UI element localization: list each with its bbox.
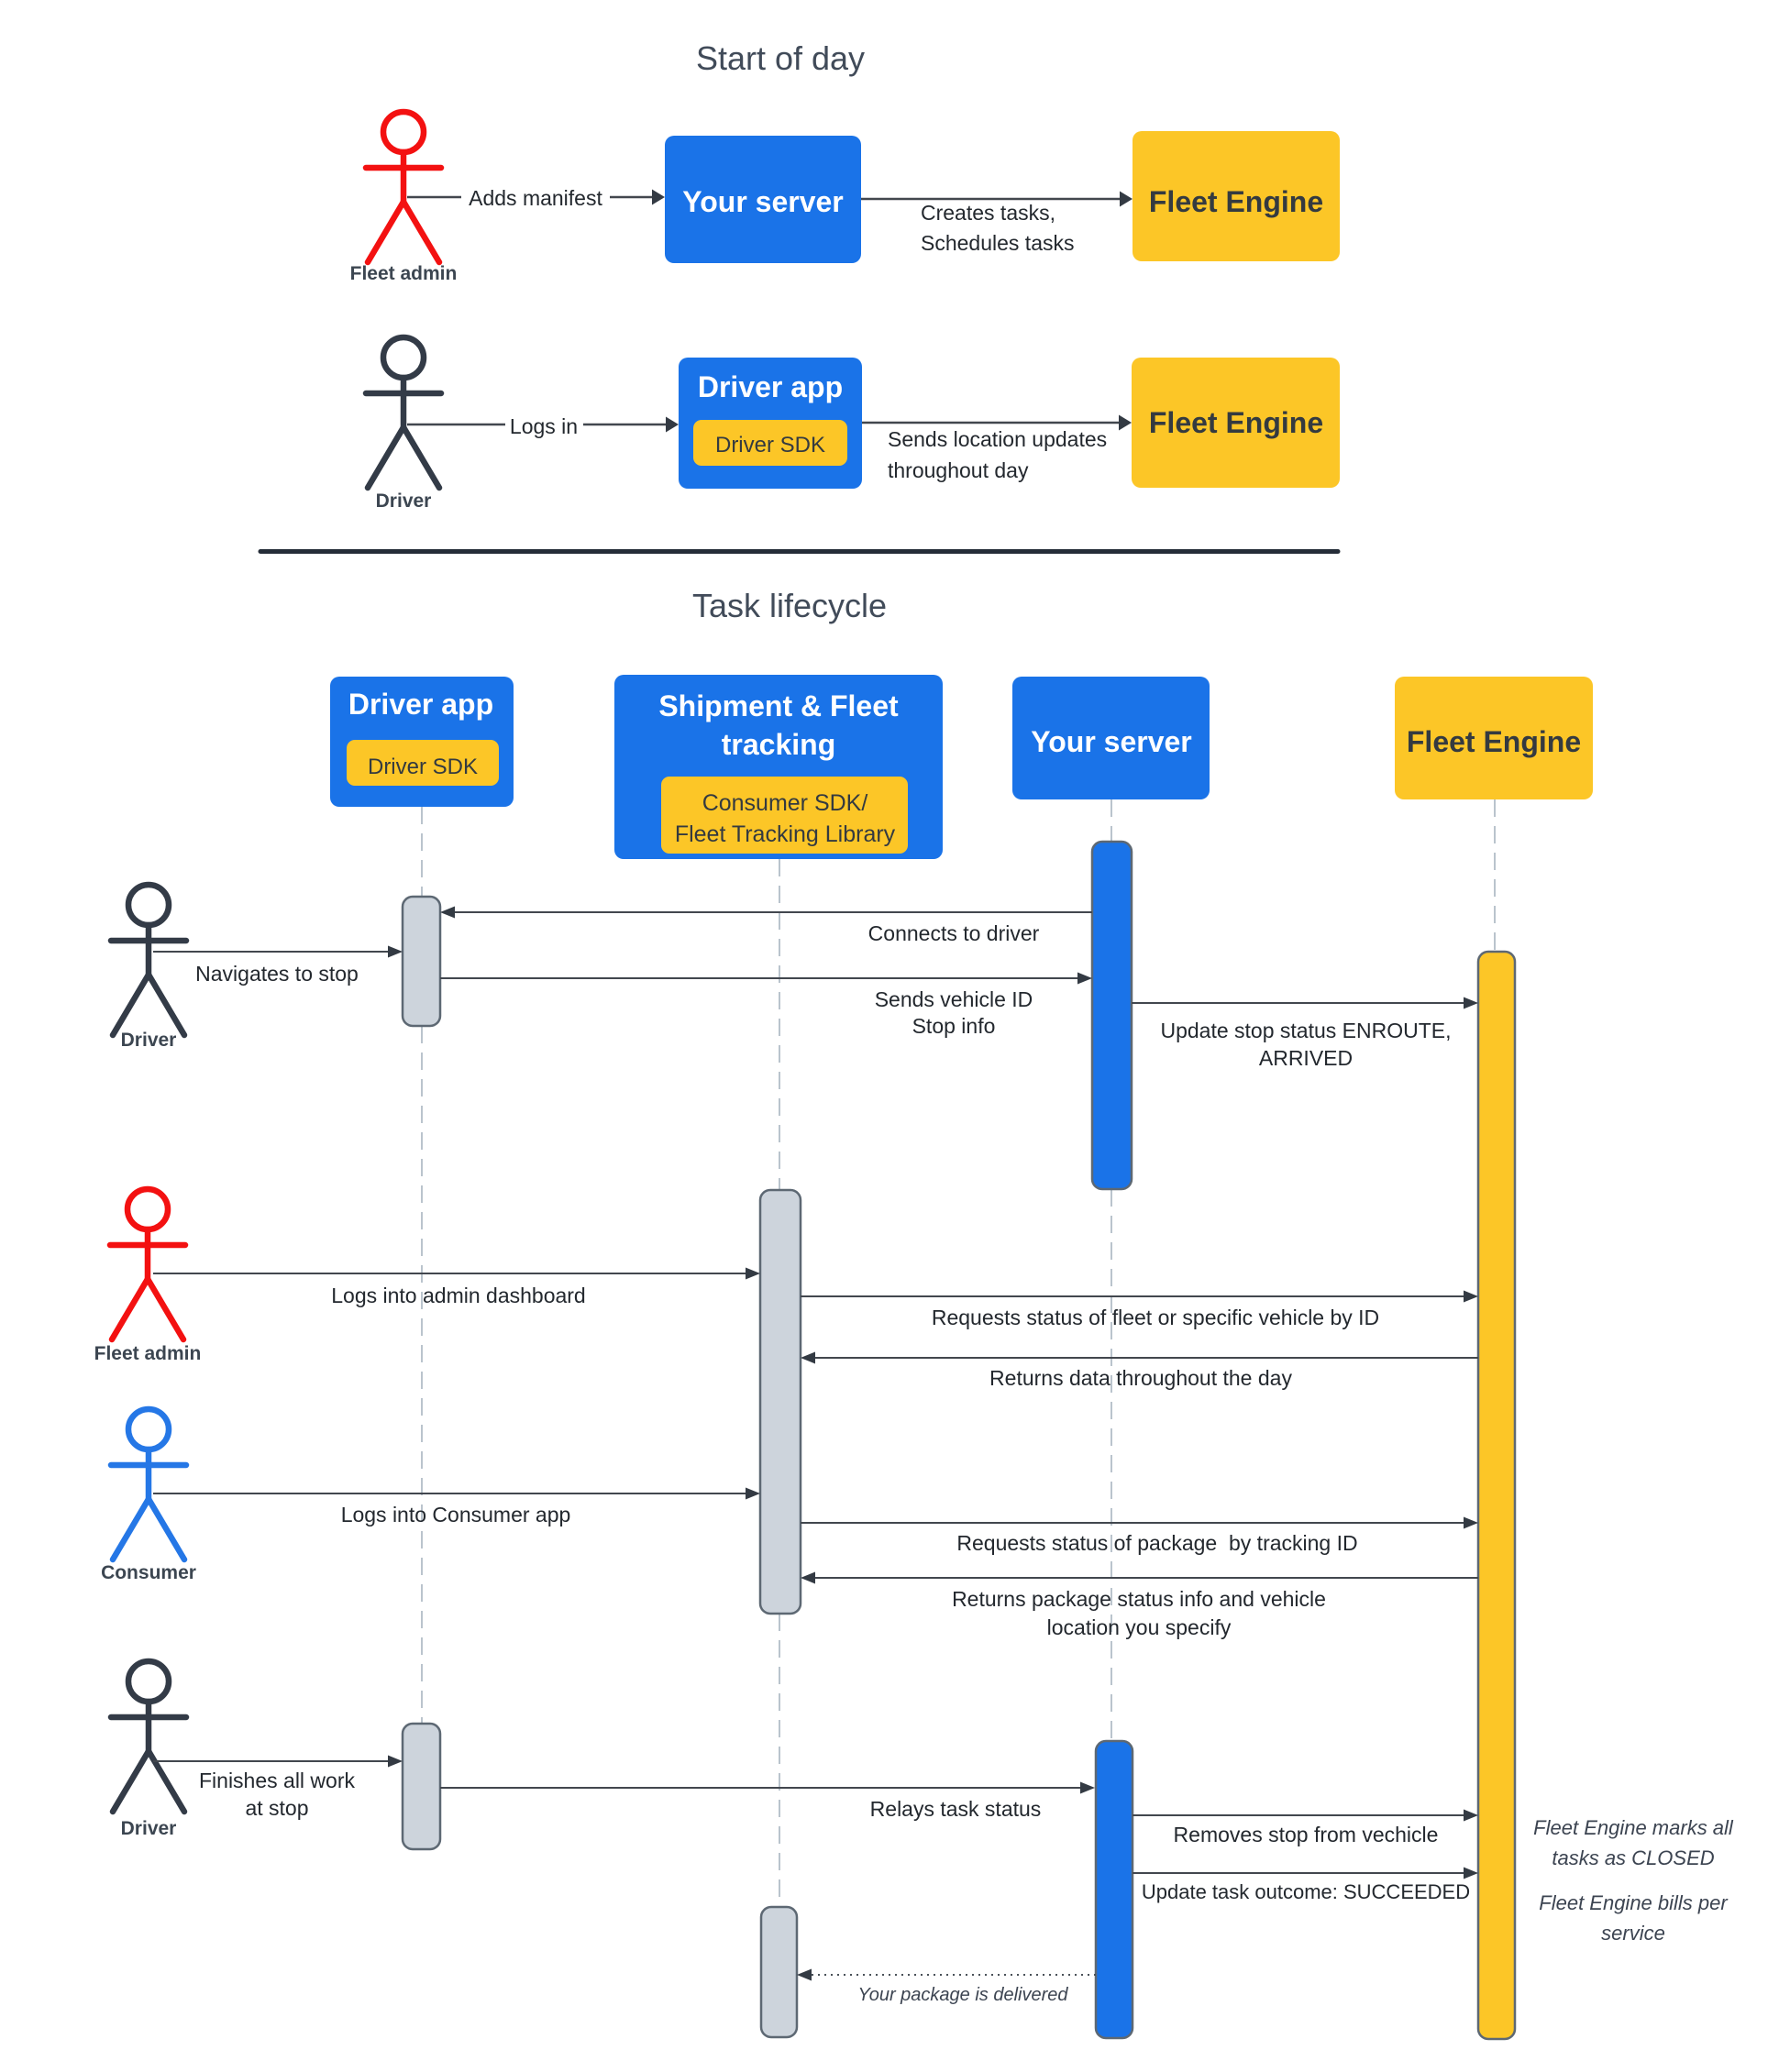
- svg-text:Connects to driver: Connects to driver: [868, 921, 1040, 945]
- svg-text:Navigates to stop: Navigates to stop: [195, 962, 359, 986]
- svg-text:Sends vehicle ID: Sends vehicle ID: [875, 987, 1033, 1011]
- svg-text:Fleet admin: Fleet admin: [94, 1343, 202, 1364]
- svg-text:service: service: [1601, 1922, 1665, 1945]
- svg-text:Returns data throughout the da: Returns data throughout the day: [989, 1366, 1292, 1390]
- svg-text:Fleet admin: Fleet admin: [350, 263, 458, 284]
- svg-text:Requests status of fleet or sp: Requests status of fleet or specific veh…: [932, 1306, 1379, 1329]
- svg-text:Your server: Your server: [1031, 725, 1192, 758]
- svg-text:at stop: at stop: [245, 1796, 308, 1820]
- svg-text:Shipment & Fleet: Shipment & Fleet: [658, 689, 899, 722]
- svg-text:Your server: Your server: [682, 185, 844, 218]
- svg-text:Driver app: Driver app: [348, 688, 493, 721]
- svg-text:Start of day: Start of day: [696, 39, 865, 77]
- svg-text:Logs into admin dashboard: Logs into admin dashboard: [331, 1284, 585, 1307]
- svg-text:Fleet Engine: Fleet Engine: [1149, 185, 1323, 218]
- svg-text:Requests status of package by: Requests status of package by tracking I…: [956, 1531, 1357, 1555]
- svg-text:Adds manifest: Adds manifest: [469, 186, 602, 210]
- svg-text:Driver: Driver: [121, 1818, 177, 1839]
- svg-text:Finishes all work: Finishes all work: [199, 1769, 355, 1792]
- svg-text:Relays task status: Relays task status: [870, 1797, 1042, 1821]
- svg-text:Logs in: Logs in: [510, 414, 578, 438]
- svg-text:Stop info: Stop info: [912, 1014, 996, 1038]
- svg-text:Sends location updates: Sends location updates: [888, 427, 1107, 451]
- svg-text:Fleet Engine bills per: Fleet Engine bills per: [1539, 1891, 1729, 1914]
- svg-text:ARRIVED: ARRIVED: [1259, 1046, 1353, 1070]
- svg-text:Consumer SDK/: Consumer SDK/: [702, 790, 868, 816]
- svg-text:tasks as CLOSED: tasks as CLOSED: [1552, 1846, 1714, 1869]
- svg-text:Driver SDK: Driver SDK: [715, 433, 825, 457]
- svg-text:tracking: tracking: [722, 728, 835, 761]
- svg-text:Removes stop from vechicle: Removes stop from vechicle: [1174, 1823, 1439, 1846]
- svg-text:Logs into Consumer app: Logs into Consumer app: [341, 1503, 571, 1526]
- svg-text:Fleet Engine: Fleet Engine: [1407, 725, 1581, 758]
- svg-text:Your package is delivered: Your package is delivered: [857, 1985, 1068, 2005]
- svg-text:Update stop status ENROUTE,: Update stop status ENROUTE,: [1160, 1019, 1451, 1042]
- svg-text:Driver app: Driver app: [698, 370, 843, 403]
- svg-text:Driver SDK: Driver SDK: [368, 755, 478, 779]
- svg-text:Fleet Tracking Library: Fleet Tracking Library: [675, 821, 896, 847]
- svg-text:throughout day: throughout day: [888, 458, 1029, 482]
- svg-text:Schedules tasks: Schedules tasks: [921, 231, 1074, 255]
- svg-text:Returns package status info an: Returns package status info and vehicle: [952, 1587, 1326, 1611]
- svg-text:Fleet Engine: Fleet Engine: [1149, 406, 1323, 439]
- svg-text:Consumer: Consumer: [101, 1562, 196, 1583]
- svg-text:Update task outcome: SUCCEEDED: Update task outcome: SUCCEEDED: [1142, 1880, 1470, 1903]
- svg-text:Fleet Engine marks all: Fleet Engine marks all: [1533, 1816, 1734, 1839]
- svg-text:Task lifecycle: Task lifecycle: [692, 587, 887, 624]
- svg-text:Driver: Driver: [376, 490, 432, 512]
- svg-text:location you specify: location you specify: [1047, 1615, 1232, 1639]
- svg-text:Creates tasks,: Creates tasks,: [921, 201, 1055, 225]
- svg-text:Driver: Driver: [121, 1030, 177, 1051]
